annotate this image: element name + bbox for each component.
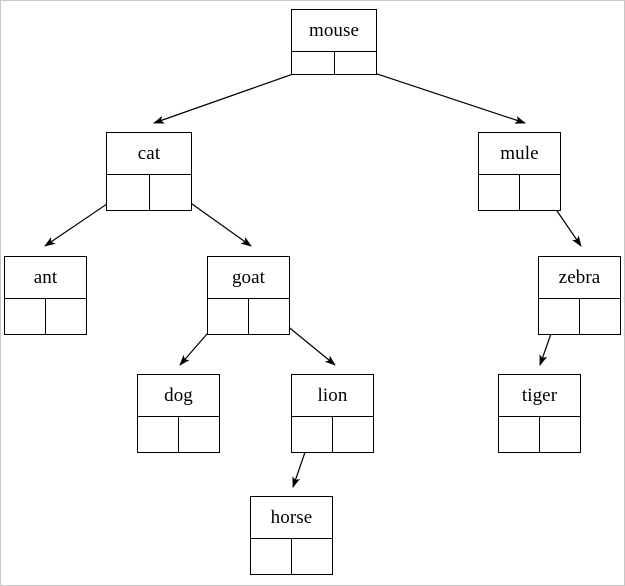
- right-pointer-cell-dog[interactable]: [179, 417, 219, 452]
- tree-node-goat[interactable]: goat: [207, 256, 290, 335]
- right-pointer-cell-ant[interactable]: [46, 299, 86, 334]
- right-pointer-cell-horse[interactable]: [292, 539, 332, 574]
- tree-node-mule[interactable]: mule: [478, 132, 561, 211]
- node-pointers-goat: [208, 299, 289, 334]
- node-pointers-lion: [292, 417, 373, 452]
- right-pointer-cell-mule[interactable]: [520, 175, 560, 210]
- tree-node-mouse[interactable]: mouse: [291, 9, 377, 75]
- node-label-mouse: mouse: [292, 10, 376, 52]
- node-label-goat: goat: [208, 257, 289, 299]
- left-pointer-cell-mule[interactable]: [479, 175, 520, 210]
- left-pointer-cell-horse[interactable]: [251, 539, 292, 574]
- right-pointer-cell-tiger[interactable]: [540, 417, 580, 452]
- left-pointer-cell-tiger[interactable]: [499, 417, 540, 452]
- left-pointer-cell-dog[interactable]: [138, 417, 179, 452]
- node-label-lion: lion: [292, 375, 373, 417]
- edge-mouse-left-to-cat: [153, 66, 314, 124]
- left-pointer-cell-mouse[interactable]: [292, 52, 335, 74]
- right-pointer-cell-lion[interactable]: [333, 417, 373, 452]
- node-pointers-mule: [479, 175, 560, 210]
- left-pointer-cell-lion[interactable]: [292, 417, 333, 452]
- tree-node-tiger[interactable]: tiger: [498, 374, 581, 453]
- edge-mouse-right-to-mule: [355, 66, 526, 124]
- right-pointer-cell-mouse[interactable]: [335, 52, 377, 74]
- left-pointer-cell-goat[interactable]: [208, 299, 249, 334]
- tree-node-dog[interactable]: dog: [137, 374, 220, 453]
- node-label-dog: dog: [138, 375, 219, 417]
- tree-node-cat[interactable]: cat: [106, 132, 192, 211]
- tree-node-lion[interactable]: lion: [291, 374, 374, 453]
- right-pointer-cell-goat[interactable]: [249, 299, 289, 334]
- node-label-zebra: zebra: [539, 257, 620, 299]
- left-pointer-cell-ant[interactable]: [5, 299, 46, 334]
- node-label-tiger: tiger: [499, 375, 580, 417]
- node-pointers-horse: [251, 539, 332, 574]
- left-pointer-cell-zebra[interactable]: [539, 299, 580, 334]
- node-pointers-tiger: [499, 417, 580, 452]
- node-pointers-zebra: [539, 299, 620, 334]
- tree-node-zebra[interactable]: zebra: [538, 256, 621, 335]
- node-pointers-dog: [138, 417, 219, 452]
- node-label-cat: cat: [107, 133, 191, 175]
- node-label-mule: mule: [479, 133, 560, 175]
- node-label-ant: ant: [5, 257, 86, 299]
- tree-node-horse[interactable]: horse: [250, 496, 333, 575]
- node-pointers-cat: [107, 175, 191, 210]
- right-pointer-cell-cat[interactable]: [150, 175, 192, 210]
- node-pointers-ant: [5, 299, 86, 334]
- right-pointer-cell-zebra[interactable]: [580, 299, 620, 334]
- node-pointers-mouse: [292, 52, 376, 74]
- node-label-horse: horse: [251, 497, 332, 539]
- tree-node-ant[interactable]: ant: [4, 256, 87, 335]
- left-pointer-cell-cat[interactable]: [107, 175, 150, 210]
